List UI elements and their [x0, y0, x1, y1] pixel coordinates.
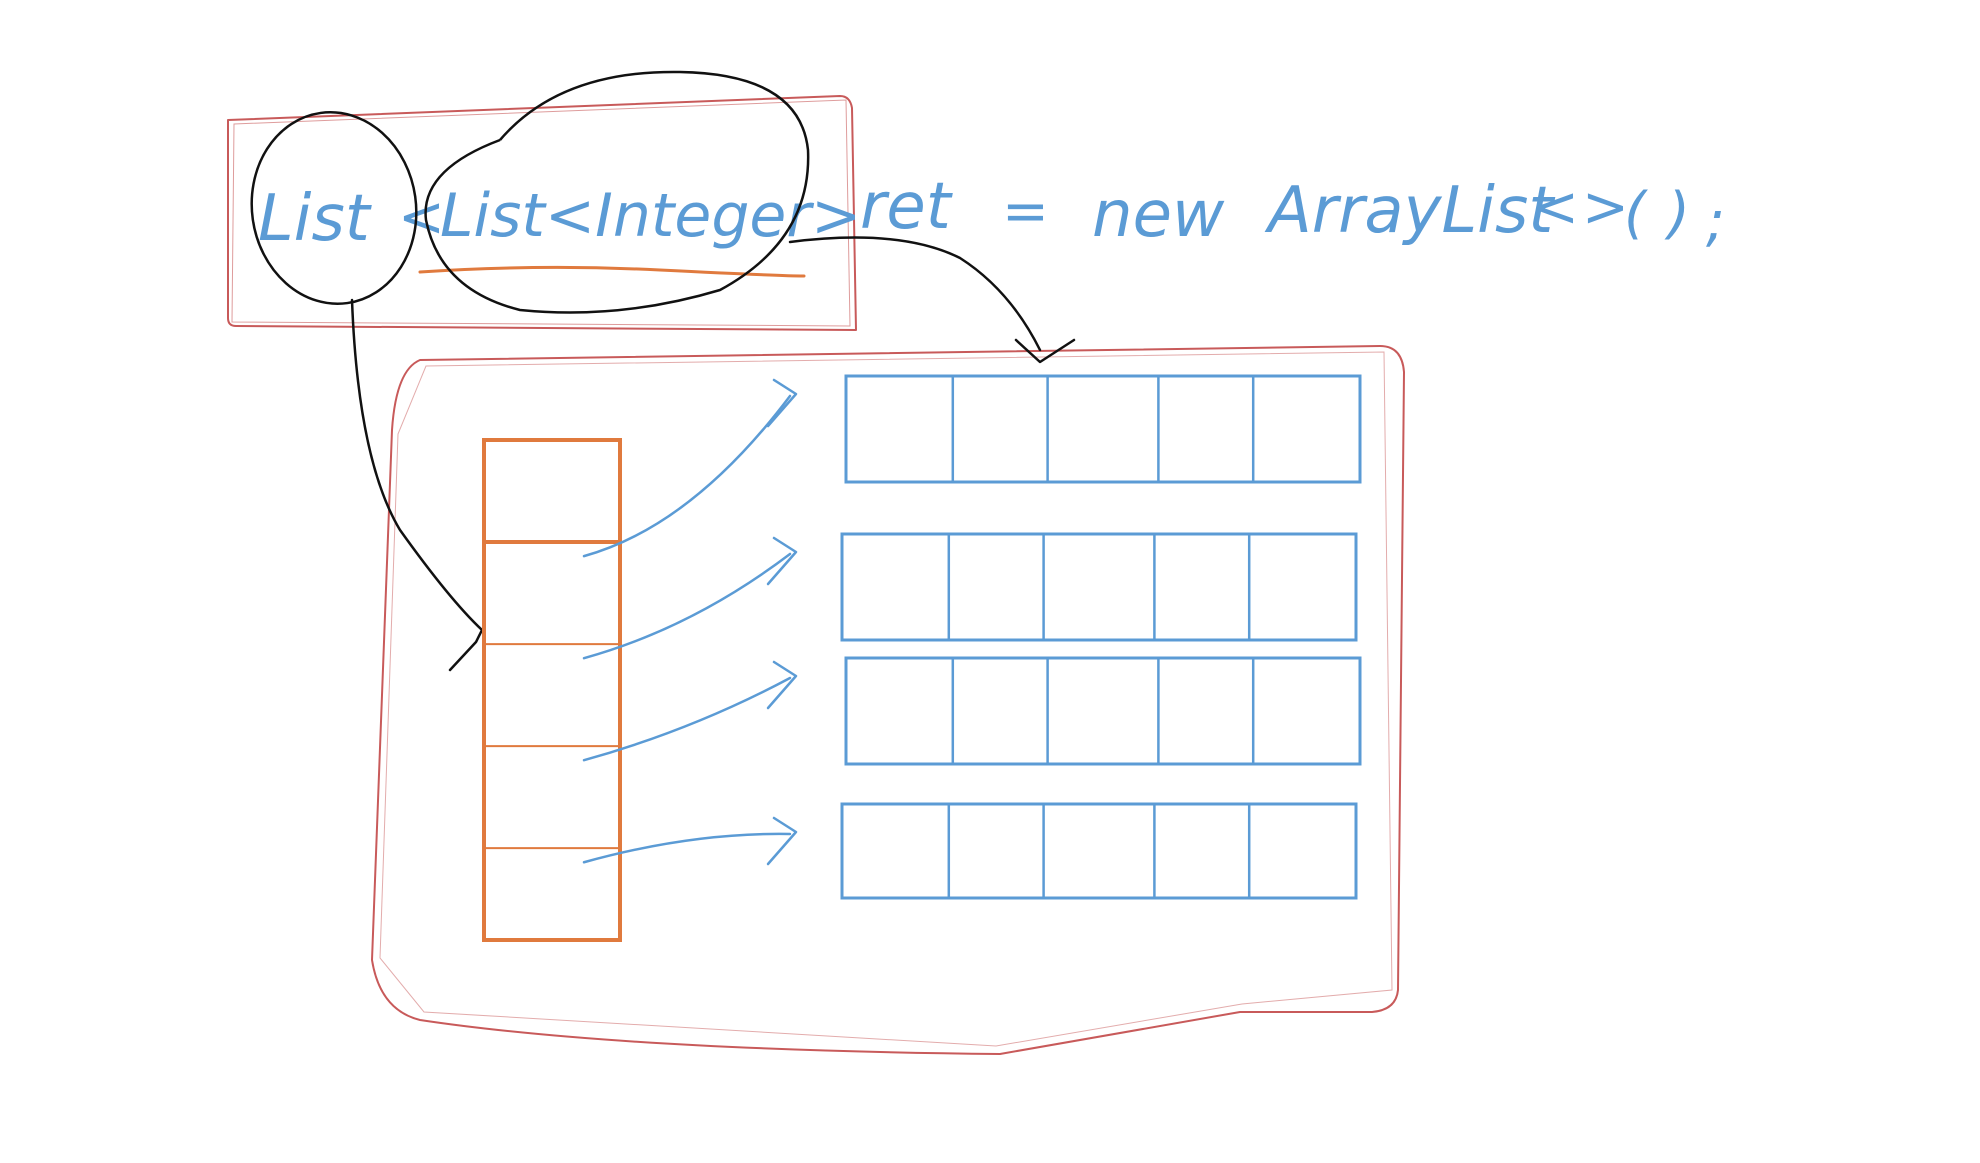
- code-token-open-angle: <: [398, 185, 445, 250]
- declaration-outline-echo: [231, 99, 851, 327]
- cell-pointer-arrow: [582, 832, 792, 864]
- cell-pointer-arrow: [582, 676, 792, 762]
- outer-type-circle: [250, 111, 418, 305]
- cell-pointer-arrowhead: [766, 378, 798, 428]
- code-token-new: new: [1092, 178, 1225, 252]
- cell-pointer-arrow: [582, 394, 792, 558]
- cell-pointer-arrowhead: [766, 660, 798, 710]
- code-token-diamond-close: >: [1582, 175, 1629, 240]
- inner-lists: [840, 374, 1362, 900]
- cell-pointer-arrowhead: [766, 816, 798, 866]
- inner-list-frame: [840, 802, 1358, 900]
- code-token-paren-open: (: [1624, 181, 1648, 246]
- code-line: List < List<Integer> ret = new ArrayList…: [258, 170, 1725, 256]
- inner-list-frame: [840, 532, 1358, 642]
- code-token-inner-type: List<Integer>: [440, 181, 861, 251]
- cell-arrows: [582, 378, 798, 866]
- code-token-list: List: [258, 182, 373, 256]
- declaration-outline: [227, 95, 857, 331]
- inner-type-underline: [418, 265, 806, 278]
- inner-type-link-head: [1014, 338, 1076, 364]
- inner-type-link: [788, 236, 1042, 352]
- cell-pointer-arrowhead: [766, 536, 798, 586]
- outer-list: [482, 438, 622, 942]
- code-token-ret: ret: [860, 170, 954, 244]
- inner-list-frame: [844, 374, 1362, 484]
- code-token-paren-close: ): [1664, 181, 1690, 246]
- outer-list-frame: [482, 438, 622, 942]
- code-token-diamond-open: <: [1532, 175, 1579, 240]
- inner-type-circle: [424, 70, 810, 314]
- code-token-arraylist: ArrayList: [1264, 174, 1556, 248]
- code-token-equals: =: [1002, 179, 1049, 244]
- structure-outline: [371, 345, 1405, 1055]
- outer-type-link: [350, 298, 484, 632]
- outer-type-link-head: [448, 628, 484, 672]
- code-token-semicolon: ;: [1706, 189, 1725, 254]
- inner-list-frame: [844, 656, 1362, 766]
- cell-pointer-arrow: [582, 552, 792, 660]
- structure-outline-echo: [379, 351, 1393, 1047]
